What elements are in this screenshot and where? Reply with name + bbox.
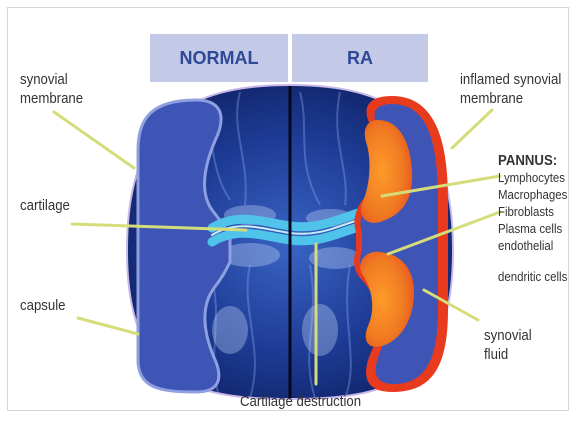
label-cartilage: cartilage	[20, 196, 70, 215]
label-inflamed-synovial-membrane: inflamed synovial membrane	[460, 70, 561, 108]
leader-cartilage	[72, 224, 246, 230]
pannus-item: Lymphocytes	[498, 169, 567, 186]
label-synovial-membrane: synovial membrane	[20, 70, 83, 108]
pannus-item: endothelial	[498, 237, 567, 254]
pannus-title: PANNUS:	[498, 152, 567, 169]
label-capsule: capsule	[20, 296, 65, 315]
leader-capsule	[78, 318, 138, 334]
leader-synovial-membrane	[54, 112, 134, 168]
leader-synovial-fluid	[424, 290, 478, 320]
label-synovial-fluid: synovial fluid	[484, 326, 532, 364]
label-dendritic-cells: dendritic cells	[498, 268, 567, 285]
pannus-item: Plasma cells	[498, 220, 567, 237]
pannus-item: Macrophages	[498, 186, 567, 203]
leader-pannus-1	[382, 176, 500, 196]
leader-pannus-2	[388, 212, 500, 254]
label-cartilage-destruction: Cartilage destruction	[240, 392, 361, 411]
label-pannus: PANNUS: Lymphocytes Macrophages Fibrobla…	[498, 152, 567, 254]
leader-inflamed-synovial	[452, 110, 492, 148]
pannus-item: Fibroblasts	[498, 203, 567, 220]
